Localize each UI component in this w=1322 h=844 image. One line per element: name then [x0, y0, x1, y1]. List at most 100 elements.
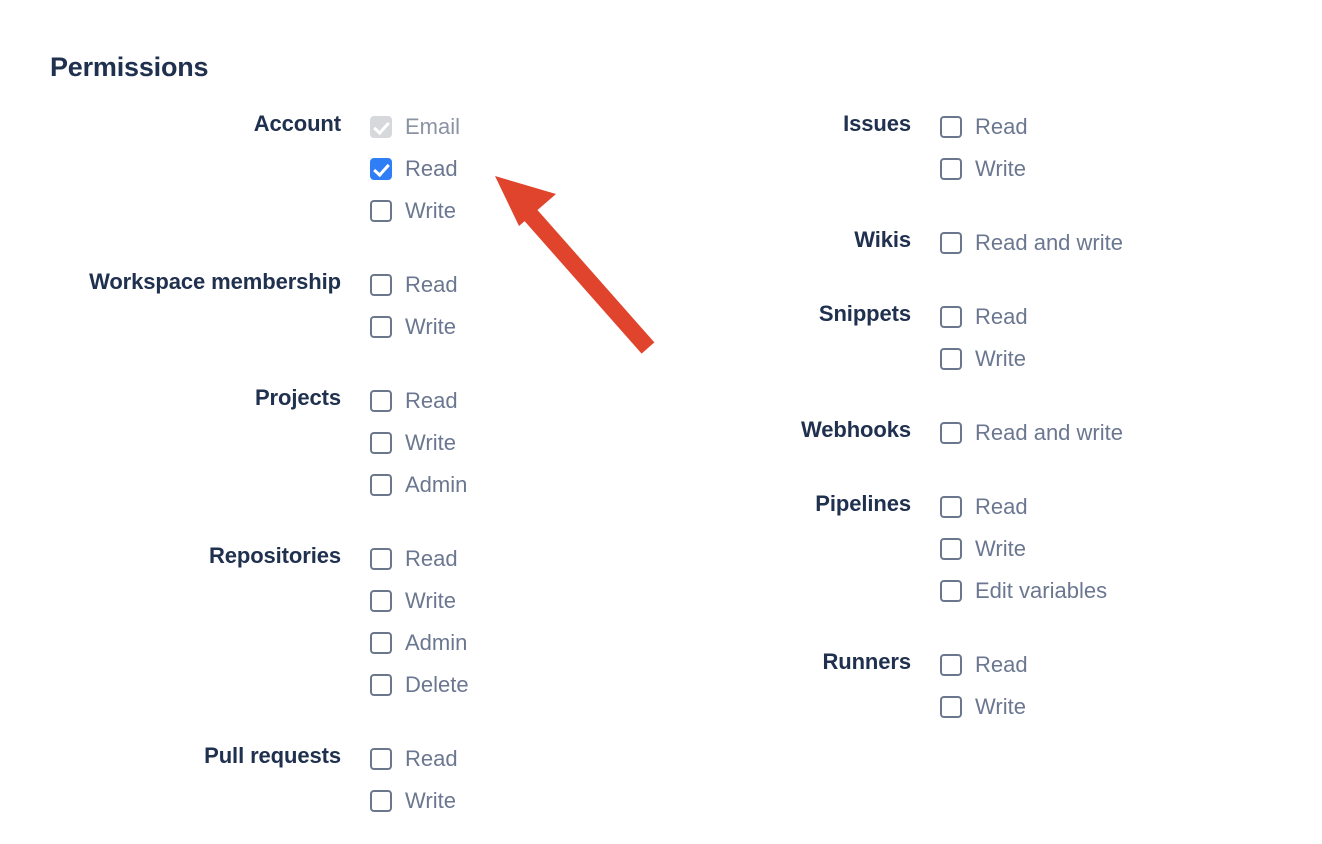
permission-option-row[interactable]: Write	[370, 780, 640, 822]
checkbox-read[interactable]	[940, 654, 962, 676]
checkbox-label[interactable]: Read and write	[975, 420, 1123, 445]
checkbox-label[interactable]: Read and write	[975, 230, 1123, 255]
checkbox-label[interactable]: Write	[975, 346, 1026, 371]
permission-option-row[interactable]: Write	[370, 422, 640, 464]
checkbox-read[interactable]	[370, 158, 392, 180]
checkbox-read[interactable]	[940, 116, 962, 138]
checkbox-write[interactable]	[940, 348, 962, 370]
permission-option-row[interactable]: Read	[370, 264, 640, 306]
permission-option-row[interactable]: Admin	[370, 622, 640, 664]
checkbox-label[interactable]: Admin	[405, 472, 468, 497]
checkbox-write[interactable]	[940, 538, 962, 560]
permission-option-row[interactable]: Read	[370, 738, 640, 780]
permission-option-row[interactable]: Write	[370, 306, 640, 348]
checkbox-label[interactable]: Read	[405, 272, 458, 297]
permission-option-row[interactable]: Read and write	[940, 412, 1260, 454]
permission-group-label: Runners	[822, 649, 911, 674]
checkbox-read[interactable]	[370, 274, 392, 296]
permission-group-label: Projects	[254, 385, 341, 410]
checkbox-read[interactable]	[940, 306, 962, 328]
checkbox-label[interactable]: Read	[405, 388, 458, 413]
checkbox-label[interactable]: Write	[405, 314, 456, 339]
permission-option-row[interactable]: Read	[370, 538, 640, 580]
page-title: Permissions	[50, 52, 209, 82]
checkbox-read[interactable]	[940, 496, 962, 518]
checkbox-label[interactable]: Write	[405, 788, 456, 813]
permission-option-row[interactable]: Write	[940, 686, 1260, 728]
permission-option-row[interactable]: Admin	[370, 464, 640, 506]
permission-group: Wikis Read and write	[600, 222, 1260, 264]
permission-group-label: Webhooks	[800, 417, 911, 442]
checkbox-write[interactable]	[370, 200, 392, 222]
checkbox-write[interactable]	[940, 158, 962, 180]
permission-option-row[interactable]: Read	[940, 644, 1260, 686]
permission-option-row[interactable]: Delete	[370, 664, 640, 706]
checkbox-edit-variables[interactable]	[940, 580, 962, 602]
checkbox-read[interactable]	[370, 748, 392, 770]
checkbox-label[interactable]: Write	[975, 536, 1026, 561]
permission-group-label: Pull requests	[204, 743, 341, 768]
permission-group: Webhooks Read and write	[600, 412, 1260, 454]
checkbox-write[interactable]	[370, 316, 392, 338]
checkbox-write[interactable]	[370, 590, 392, 612]
permission-option-row[interactable]: Write	[370, 190, 640, 232]
permission-group-label: Repositories	[208, 543, 341, 568]
permission-group-label: Snippets	[818, 301, 911, 326]
permission-option-list: Read and write	[911, 222, 1260, 264]
permission-option-row[interactable]: Write	[940, 528, 1260, 570]
checkbox-label[interactable]: Read	[975, 494, 1028, 519]
checkbox-write[interactable]	[940, 696, 962, 718]
checkbox-label[interactable]: Write	[975, 694, 1026, 719]
checkbox-read-and-write[interactable]	[940, 232, 962, 254]
checkbox-read-and-write[interactable]	[940, 422, 962, 444]
checkbox-label[interactable]: Write	[975, 156, 1026, 181]
permission-option-row[interactable]: Read	[940, 106, 1260, 148]
checkbox-label[interactable]: Read	[975, 304, 1028, 329]
permission-option-row[interactable]: Read	[940, 486, 1260, 528]
permission-option-row[interactable]: Read	[370, 380, 640, 422]
checkbox-admin[interactable]	[370, 632, 392, 654]
permission-option-row[interactable]: Email	[370, 106, 640, 148]
permission-group-label: Issues	[843, 111, 911, 136]
permission-option-row[interactable]: Write	[370, 580, 640, 622]
checkbox-label[interactable]: Write	[405, 430, 456, 455]
checkbox-label[interactable]: Read	[405, 546, 458, 571]
checkbox-label[interactable]: Email	[405, 114, 461, 139]
checkbox-label[interactable]: Read	[405, 746, 458, 771]
checkbox-label[interactable]: Read	[405, 156, 458, 181]
permission-group-label: Wikis	[854, 227, 911, 252]
checkbox-delete[interactable]	[370, 674, 392, 696]
permission-option-row[interactable]: Read	[370, 148, 640, 190]
checkbox-label[interactable]: Write	[405, 588, 456, 613]
checkbox-label[interactable]: Write	[405, 198, 456, 223]
checkbox-label[interactable]: Admin	[405, 630, 468, 655]
checkbox-read[interactable]	[370, 548, 392, 570]
checkbox-label[interactable]: Delete	[405, 672, 469, 697]
checkbox-read[interactable]	[370, 390, 392, 412]
checkbox-label[interactable]: Read	[975, 114, 1028, 139]
permission-option-row[interactable]: Write	[940, 338, 1260, 380]
checkbox-admin[interactable]	[370, 474, 392, 496]
permission-option-row[interactable]: Read and write	[940, 222, 1260, 264]
permission-group-label: Account	[253, 111, 341, 136]
permission-option-row[interactable]: Write	[940, 148, 1260, 190]
checkbox-write[interactable]	[370, 790, 392, 812]
checkbox-write[interactable]	[370, 432, 392, 454]
permission-option-row[interactable]: Read	[940, 296, 1260, 338]
permission-option-list: Read and write	[911, 412, 1260, 454]
checkbox-label[interactable]: Read	[975, 652, 1028, 677]
checkbox-label[interactable]: Edit variables	[975, 578, 1108, 603]
permission-option-row[interactable]: Edit variables	[940, 570, 1260, 612]
